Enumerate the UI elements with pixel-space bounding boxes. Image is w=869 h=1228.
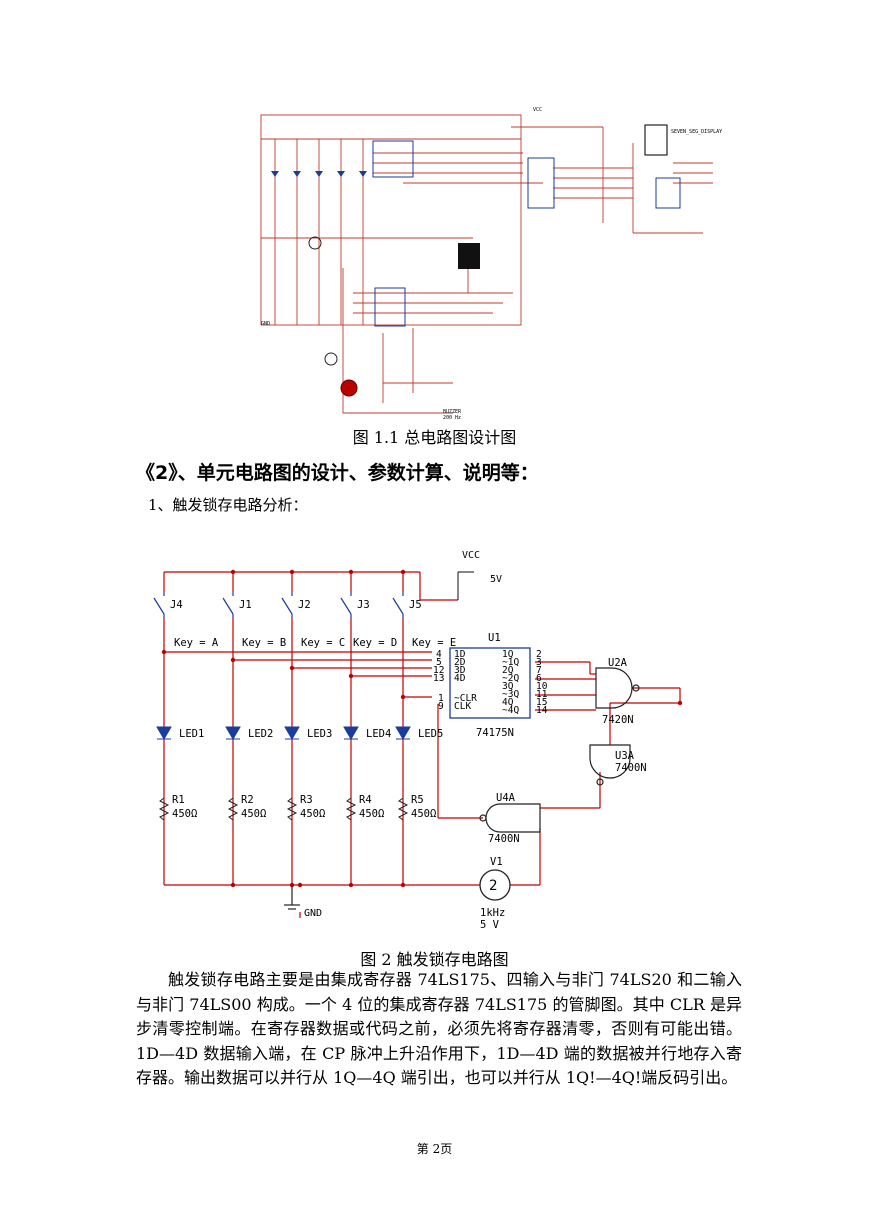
register-pin-name: ~3Q: [502, 689, 519, 700]
nand2b-ref: U4A: [496, 792, 516, 804]
resistor-label: R4: [359, 794, 372, 806]
register-pin-name: 4D: [454, 673, 466, 684]
clock-source-wave-icon: 2: [489, 878, 497, 894]
led-label: LED3: [307, 728, 332, 740]
register-pin-name: ~2Q: [502, 673, 519, 684]
register-pin-name: 3Q: [502, 681, 514, 692]
switch-label: J3: [357, 599, 370, 611]
resistor-value: 450Ω: [241, 808, 266, 820]
switch-label: J1: [239, 599, 252, 611]
source-freq: 1kHz: [480, 907, 505, 919]
nand2-gate-u4a-symbol: [485, 803, 541, 833]
register-pin-number: 12: [433, 665, 444, 676]
switch-label: J2: [298, 599, 311, 611]
led-label: LED1: [179, 728, 204, 740]
register-pin-name: 2Q: [502, 665, 514, 676]
key-label: Key = B: [242, 637, 286, 649]
nand4-part: 7420N: [602, 714, 634, 726]
register-pin-name: ~CLR: [454, 693, 477, 704]
register-pin-name: ~1Q: [502, 657, 519, 668]
fig1-seg-display-label: SEVEN_SEG_DISPLAY: [671, 129, 722, 135]
key-label: Key = A: [174, 637, 219, 649]
register-pin-number: 9: [438, 701, 444, 712]
register-pin-name: 2D: [454, 657, 466, 668]
nand4-ref: U2A: [608, 657, 628, 669]
figure1-caption: 图 1.1 总电路图设计图: [352, 428, 517, 447]
register-pin-name: 3D: [454, 665, 466, 676]
fig1-vcc-label: VCC: [533, 107, 542, 113]
resistor-value: 450Ω: [411, 808, 436, 820]
register-pin-name: 1Q: [502, 649, 514, 660]
resistor-label: R5: [411, 794, 424, 806]
section-title: 《2》、单元电路图的设计、参数计算、说明等：: [136, 462, 539, 484]
body-paragraph: 触发锁存电路主要是由集成寄存器 74LS175、四输入与非门 74LS20 和二…: [136, 970, 742, 1087]
register-pin-number: 3: [536, 657, 542, 668]
fig1-gnd-label: GND: [261, 321, 270, 327]
nand4-gate-symbol: [595, 667, 633, 709]
key-label: Key = E: [412, 637, 456, 649]
key-label: Key = C: [301, 637, 345, 649]
register-part: 74175N: [476, 727, 514, 739]
register-pin-number: 1: [438, 693, 444, 704]
register-pin-number: 11: [536, 689, 548, 700]
resistor-label: R1: [172, 794, 185, 806]
register-pin-name: ~4Q: [502, 705, 519, 716]
source-ref: V1: [490, 856, 503, 868]
fig1-buzzer-label: BUZZER: [443, 409, 462, 415]
register-pin-number: 14: [536, 705, 548, 716]
register-pin-number: 6: [536, 673, 542, 684]
switch-label: J4: [170, 599, 183, 611]
fig2-vcc-value: 5V: [490, 574, 502, 585]
led-label: LED5: [418, 728, 443, 740]
resistor-label: R2: [241, 794, 254, 806]
register-74175-body: [449, 647, 531, 719]
led-label: LED4: [366, 728, 391, 740]
resistor-value: 450Ω: [359, 808, 384, 820]
clock-source-symbol: [479, 869, 511, 901]
resistor-value: 450Ω: [172, 808, 197, 820]
register-pin-number: 15: [536, 697, 547, 708]
nand2a-ref: U3A: [615, 750, 635, 762]
figure2-caption: 图 2 触发锁存电路图: [360, 950, 509, 969]
fig1-buzzer-freq-label: 200 Hz: [443, 415, 461, 421]
page-footer: 第 2页: [416, 1142, 453, 1156]
overall-circuit-diagram: VCC GND SEVEN_SEG_DISPLAY BUZZER 200 Hz: [260, 107, 722, 421]
register-pin-name: CLK: [454, 701, 471, 712]
key-label: Key = D: [353, 637, 397, 649]
resistor-label: R3: [300, 794, 313, 806]
trigger-latch-circuit-diagram: VCC 5V J4 J1 J2 J3 J5 Key = A Key = B Ke…: [153, 550, 683, 931]
register-pin-name: 1D: [454, 649, 466, 660]
led-label: LED2: [248, 728, 273, 740]
resistor-value: 450Ω: [300, 808, 325, 820]
fig2-vcc-label: VCC: [462, 550, 480, 561]
register-pin-number: 4: [436, 649, 442, 660]
register-pin-number: 7: [536, 665, 542, 676]
fig2-gnd-label: GND: [304, 908, 322, 919]
register-ref: U1: [488, 632, 501, 644]
source-amp: 5 V: [480, 919, 500, 931]
register-pin-number: 13: [433, 673, 444, 684]
nand2b-part: 7400N: [488, 833, 520, 845]
register-pin-number: 10: [536, 681, 548, 692]
register-pin-number: 2: [536, 649, 542, 660]
section-subtitle: 1、触发锁存电路分析：: [148, 496, 308, 514]
register-pin-number: 5: [436, 657, 442, 668]
nand2a-part: 7400N: [615, 762, 647, 774]
switch-label: J5: [409, 599, 422, 611]
nand2-gate-u3a-symbol: [589, 744, 631, 779]
register-pin-name: 4Q: [502, 697, 514, 708]
